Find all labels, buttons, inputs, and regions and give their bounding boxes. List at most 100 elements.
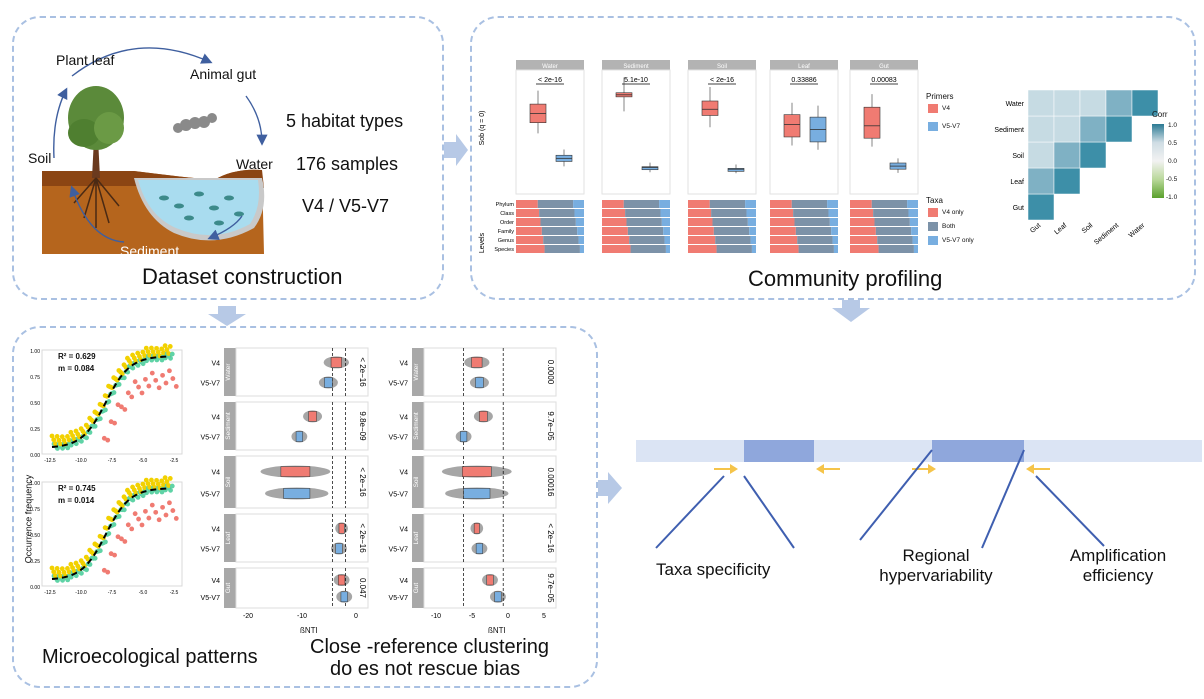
habitat-illustration — [42, 47, 268, 254]
ncm-point-above — [56, 437, 62, 443]
ncm-fit-line — [51, 355, 171, 448]
bnti-xtick: 0 — [506, 613, 510, 620]
bnti-plot — [423, 567, 557, 609]
ncm-xtick: -7.5 — [108, 458, 117, 464]
ncm-point-below — [153, 509, 159, 515]
level-label-class: Class — [500, 211, 514, 217]
gene-bar — [636, 440, 1202, 462]
stack-v4only — [688, 200, 710, 208]
stack-v4only — [516, 236, 544, 244]
stack-both — [627, 227, 664, 235]
stack-both — [539, 209, 575, 217]
heat-cell — [1053, 115, 1081, 143]
stack-both — [711, 209, 747, 217]
ncm-point-above — [59, 434, 65, 440]
amplicon-schematic — [636, 440, 1202, 549]
ncm-point-above — [49, 565, 55, 571]
stack-v4only — [770, 236, 798, 244]
bnti-pvalue-water: 0.0000 — [546, 360, 555, 385]
stack-v4only — [602, 209, 626, 217]
bnti-plot — [235, 347, 369, 397]
stack-v5v7only — [912, 236, 918, 244]
bnti-strip-label: Sediment — [413, 412, 420, 440]
bnti-box-v4 — [330, 357, 342, 368]
ncm-point-neutral — [169, 351, 175, 357]
stack-v4only — [602, 245, 631, 253]
bnti-pvalue-soil: < 2e−16 — [358, 467, 367, 497]
primer-arrow-3 — [912, 464, 936, 474]
stack-v4only — [688, 236, 716, 244]
ncm-point-neutral — [135, 494, 141, 500]
box-v4 — [783, 114, 801, 138]
facet-label-sediment: Sediment — [623, 64, 649, 70]
stack-both — [716, 245, 752, 253]
ncm-point-below — [149, 502, 155, 508]
legend-swatch-v5v7only — [928, 236, 938, 245]
heat-cell — [1105, 115, 1133, 143]
dataset-title: Dataset construction — [142, 264, 343, 289]
facet-plot-sediment — [601, 69, 671, 195]
bnti-strip-label: Soil — [225, 476, 232, 487]
primers-legend-title: Primers — [926, 92, 954, 101]
ncm1-r2: R² = 0.629 — [58, 352, 96, 361]
ncm-point-neutral — [60, 445, 65, 451]
bnti-plot — [423, 347, 557, 397]
ncm-point-below — [122, 539, 128, 544]
stack-v5v7only — [659, 200, 670, 208]
ncm-point-below — [125, 522, 131, 528]
label-taxa-specificity: Taxa specificity — [656, 560, 771, 579]
facet-strip-gut — [850, 60, 918, 70]
stack-both — [630, 245, 666, 253]
ncm-point-above — [61, 569, 67, 575]
bnti-strip-label: Leaf — [225, 531, 232, 544]
stack-v5v7only — [665, 245, 670, 253]
heat-xlabel-leaf: Leaf — [1053, 222, 1068, 236]
ncm-point-neutral — [106, 531, 112, 536]
bnti-row-label: V4 — [399, 470, 408, 477]
ncm-point-above — [123, 496, 129, 502]
ncm-point-neutral — [121, 375, 127, 381]
region-v5v7 — [932, 440, 1024, 462]
facet-pvalue-gut: 0.00083 — [871, 77, 896, 84]
legend-label-v5v7: V5-V7 — [942, 123, 961, 130]
level-label-species: Species — [494, 247, 514, 253]
soil-label: Soil — [28, 150, 52, 166]
ncm-point-above — [154, 345, 159, 351]
stack-both — [712, 218, 748, 226]
ncm-point-above — [58, 573, 63, 579]
stack-v4only — [770, 227, 796, 235]
heat-xlabel-soil: Soil — [1081, 222, 1095, 235]
ncm-point-above — [61, 437, 67, 443]
heat-cell — [1079, 115, 1107, 143]
legend-label-v4only: V4 only — [942, 209, 964, 216]
ncm-point-above — [150, 481, 156, 487]
ncm-point-above — [143, 345, 149, 351]
ncm-point-above — [66, 437, 72, 443]
bnti-xtick: -20 — [243, 613, 253, 620]
ncm-point-above — [133, 490, 139, 496]
ncm2-r2: R² = 0.745 — [58, 484, 96, 493]
bnti-pvalue-leaf: < 2e−16 — [546, 523, 555, 553]
stack-v5v7only — [578, 236, 584, 244]
bnti-pvalue-gut: 0.047 — [358, 578, 367, 599]
bnti-plot — [235, 567, 369, 609]
stack-both — [709, 200, 746, 208]
ncm-xtick: -2.5 — [170, 590, 179, 596]
dataset-panel: Plant leaf Animal gut Soil Water Sedimen… — [12, 16, 444, 300]
ncm-ytick: 1.00 — [30, 481, 40, 487]
ncm-point-neutral — [92, 423, 98, 429]
heat-cell — [1131, 89, 1159, 117]
ncm-ytick: 0.00 — [30, 585, 40, 591]
heat-cell — [1053, 167, 1081, 195]
bnti-box-v4 — [486, 574, 494, 586]
ncm-point-above — [53, 573, 58, 579]
ncm-point-neutral — [130, 497, 136, 503]
stack-both — [791, 200, 828, 208]
stack-v5v7only — [827, 200, 838, 208]
ncm-point-above — [66, 569, 72, 575]
ncm-ytick: 0.00 — [30, 453, 40, 459]
bnti-plot — [235, 401, 369, 451]
ncm-point-above — [164, 347, 170, 352]
bnti-row-label: V4 — [211, 578, 220, 585]
